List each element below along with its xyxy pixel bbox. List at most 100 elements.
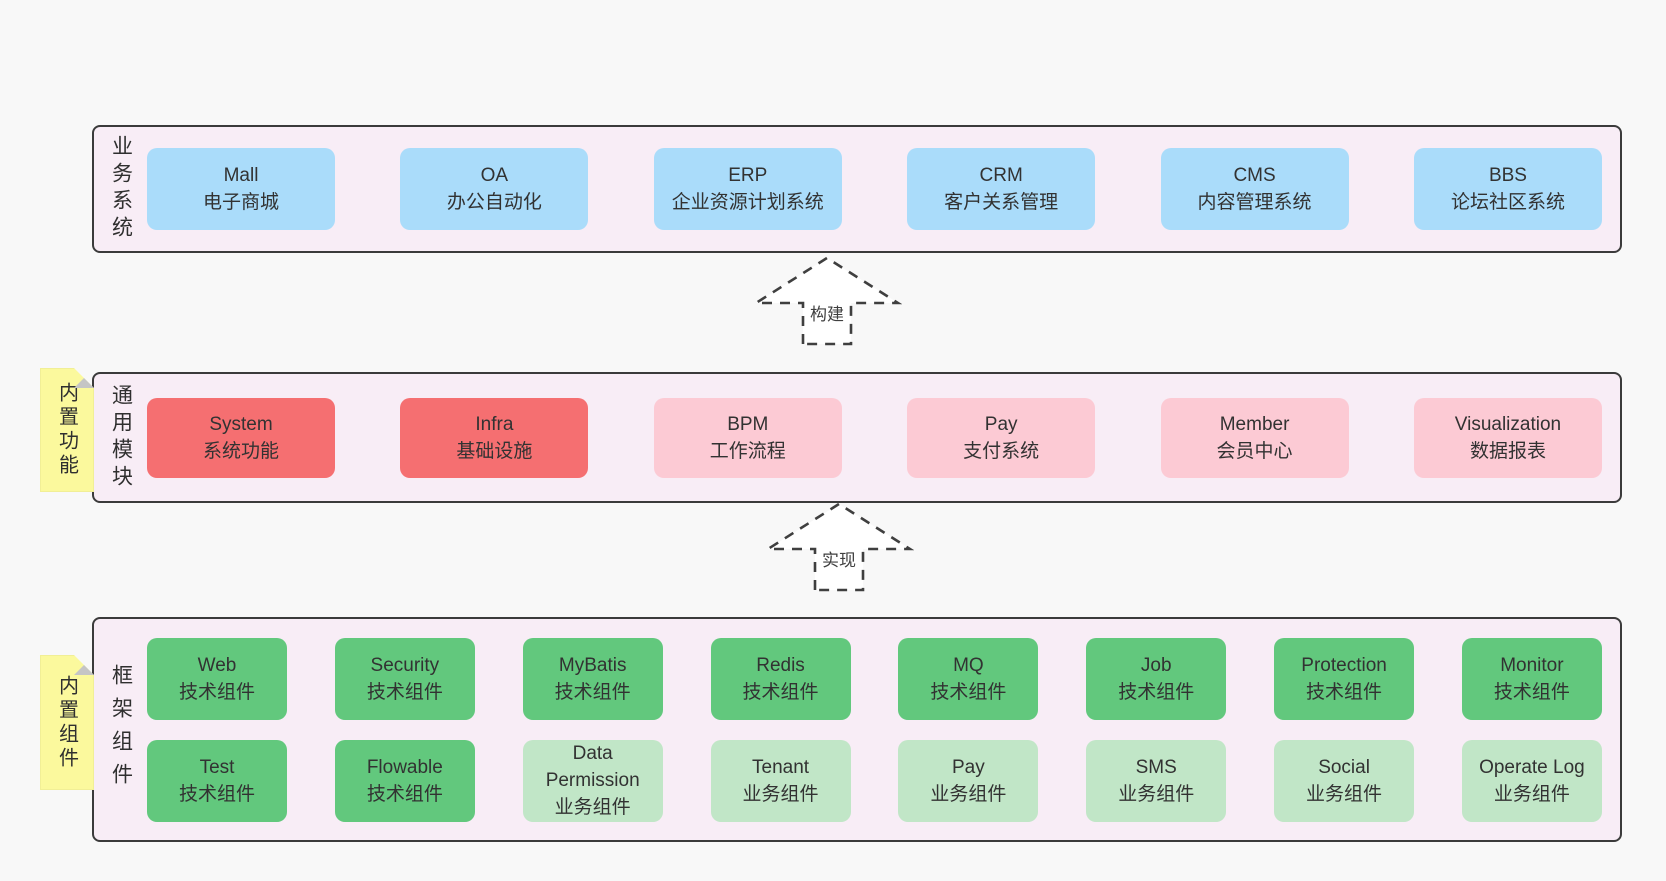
box-sms-name: SMS bbox=[1135, 756, 1177, 778]
box-bbs-name: BBS bbox=[1488, 165, 1527, 186]
box-erp-desc: 企业资源计划系统 bbox=[671, 192, 824, 213]
box-tenant: Tenant 业务组件 bbox=[710, 739, 851, 822]
box-pay-component-name: Pay bbox=[952, 756, 985, 778]
box-mall-desc: 电子商城 bbox=[202, 192, 279, 213]
box-infra-name: Infra bbox=[475, 413, 514, 435]
box-test-name: Test bbox=[199, 756, 235, 778]
box-visualization-name: Visualization bbox=[1454, 413, 1562, 435]
box-security: Security 技术组件 bbox=[334, 637, 475, 720]
box-member-desc: 会员中心 bbox=[1216, 440, 1293, 462]
box-mybatis: MyBatis 技术组件 bbox=[522, 637, 663, 720]
box-redis-name: Redis bbox=[756, 654, 805, 676]
box-erp: ERP 企业资源计划系统 bbox=[653, 148, 842, 230]
box-member-name: Member bbox=[1219, 413, 1290, 435]
layer-common-modules: 通用模块 System 系统功能 Infra 基础设施 BPM 工作流程 Pay… bbox=[92, 372, 1622, 503]
layer-modules-gutter: 通用模块 bbox=[94, 384, 147, 492]
box-system: System 系统功能 bbox=[147, 397, 335, 478]
box-mq-name: MQ bbox=[953, 654, 984, 676]
box-web-name: Web bbox=[197, 654, 237, 676]
arrow-build: 构建 bbox=[752, 254, 902, 346]
arrow-implement: 实现 bbox=[764, 500, 914, 592]
box-monitor: Monitor 技术组件 bbox=[1461, 637, 1602, 720]
box-flowable-name: Flowable bbox=[366, 756, 443, 778]
framework-rows: Web 技术组件 Security 技术组件 MyBatis 技术组件 Redi… bbox=[147, 637, 1620, 822]
box-flowable-desc: 技术组件 bbox=[366, 783, 443, 805]
box-protection: Protection 技术组件 bbox=[1274, 637, 1415, 720]
box-mybatis-desc: 技术组件 bbox=[554, 681, 631, 703]
box-data-permission: Data Permission 业务组件 bbox=[522, 739, 663, 822]
arrow-implement-label: 实现 bbox=[820, 546, 858, 571]
layer-business-label: 业务系统 bbox=[109, 135, 133, 243]
layer-framework-label: 框架组件 bbox=[109, 663, 133, 796]
box-mall-name: Mall bbox=[223, 165, 259, 186]
box-test-desc: 技术组件 bbox=[178, 783, 255, 805]
box-data-permission-desc: 业务组件 bbox=[554, 797, 631, 818]
box-data-permission-name: Data Permission bbox=[545, 743, 640, 791]
layer-framework-gutter: 框架组件 bbox=[94, 664, 147, 796]
box-oa-name: OA bbox=[480, 165, 509, 186]
box-crm: CRM 客户关系管理 bbox=[907, 148, 1096, 230]
box-crm-desc: 客户关系管理 bbox=[944, 192, 1059, 213]
box-redis-desc: 技术组件 bbox=[742, 681, 819, 703]
box-flowable: Flowable 技术组件 bbox=[334, 739, 475, 822]
box-erp-name: ERP bbox=[728, 165, 768, 186]
box-redis: Redis 技术组件 bbox=[710, 637, 851, 720]
box-operate-log-desc: 业务组件 bbox=[1493, 783, 1570, 805]
box-security-desc: 技术组件 bbox=[366, 681, 443, 703]
layer-business-gutter: 业务系统 bbox=[94, 135, 147, 243]
box-pay-module: Pay 支付系统 bbox=[907, 397, 1096, 478]
box-crm-name: CRM bbox=[979, 165, 1023, 186]
box-mall: Mall 电子商城 bbox=[147, 148, 335, 230]
module-boxes: System 系统功能 Infra 基础设施 BPM 工作流程 Pay 支付系统… bbox=[147, 397, 1620, 478]
box-tenant-desc: 业务组件 bbox=[742, 783, 819, 805]
box-monitor-desc: 技术组件 bbox=[1493, 681, 1570, 703]
box-operate-log-name: Operate Log bbox=[1479, 756, 1585, 778]
note-builtin-components-label: 内置组件 bbox=[55, 674, 78, 771]
box-infra-desc: 基础设施 bbox=[456, 440, 533, 462]
layer-business-systems: 业务系统 Mall 电子商城 OA 办公自动化 ERP 企业资源计划系统 CRM… bbox=[92, 125, 1622, 253]
box-bbs: BBS 论坛社区系统 bbox=[1413, 148, 1602, 230]
box-visualization-desc: 数据报表 bbox=[1469, 440, 1546, 462]
box-cms: CMS 内容管理系统 bbox=[1160, 148, 1349, 230]
box-mq: MQ 技术组件 bbox=[898, 637, 1039, 720]
box-cms-name: CMS bbox=[1233, 165, 1276, 186]
box-protection-desc: 技术组件 bbox=[1306, 681, 1383, 703]
box-social-desc: 业务组件 bbox=[1306, 783, 1383, 805]
box-bpm-desc: 工作流程 bbox=[709, 440, 786, 462]
box-security-name: Security bbox=[370, 654, 440, 676]
box-protection-name: Protection bbox=[1301, 654, 1387, 676]
box-pay-module-name: Pay bbox=[984, 413, 1018, 435]
box-visualization: Visualization 数据报表 bbox=[1413, 397, 1602, 478]
box-sms: SMS 业务组件 bbox=[1086, 739, 1227, 822]
note-fold-corner-icon bbox=[74, 348, 94, 388]
box-mq-desc: 技术组件 bbox=[930, 681, 1007, 703]
box-oa-desc: 办公自动化 bbox=[446, 192, 542, 213]
framework-row-2: Test 技术组件 Flowable 技术组件 Data Permission … bbox=[147, 739, 1602, 822]
business-boxes: Mall 电子商城 OA 办公自动化 ERP 企业资源计划系统 CRM 客户关系… bbox=[147, 148, 1620, 230]
box-monitor-name: Monitor bbox=[1500, 654, 1564, 676]
note-builtin-features-label: 内置功能 bbox=[55, 382, 78, 478]
box-pay-component-desc: 业务组件 bbox=[930, 783, 1007, 805]
box-bbs-desc: 论坛社区系统 bbox=[1450, 192, 1565, 213]
box-web: Web 技术组件 bbox=[147, 637, 287, 720]
box-system-desc: 系统功能 bbox=[202, 440, 279, 462]
box-bpm-name: BPM bbox=[727, 413, 769, 435]
box-web-desc: 技术组件 bbox=[178, 681, 255, 703]
box-tenant-name: Tenant bbox=[752, 756, 810, 778]
box-pay-component: Pay 业务组件 bbox=[898, 739, 1039, 822]
box-sms-desc: 业务组件 bbox=[1118, 783, 1195, 805]
box-job-name: Job bbox=[1140, 654, 1172, 676]
layer-framework-components: 框架组件 Web 技术组件 Security 技术组件 MyBatis 技术组件… bbox=[92, 617, 1622, 842]
box-job-desc: 技术组件 bbox=[1118, 681, 1195, 703]
box-job: Job 技术组件 bbox=[1086, 637, 1227, 720]
box-system-name: System bbox=[209, 413, 273, 435]
note-fold-corner-icon bbox=[74, 635, 94, 675]
box-bpm: BPM 工作流程 bbox=[653, 397, 842, 478]
box-cms-desc: 内容管理系统 bbox=[1197, 192, 1312, 213]
box-pay-module-desc: 支付系统 bbox=[963, 440, 1040, 462]
layer-modules-label: 通用模块 bbox=[109, 383, 133, 492]
box-test: Test 技术组件 bbox=[147, 739, 287, 822]
box-social-name: Social bbox=[1318, 756, 1370, 778]
box-member: Member 会员中心 bbox=[1160, 397, 1349, 478]
